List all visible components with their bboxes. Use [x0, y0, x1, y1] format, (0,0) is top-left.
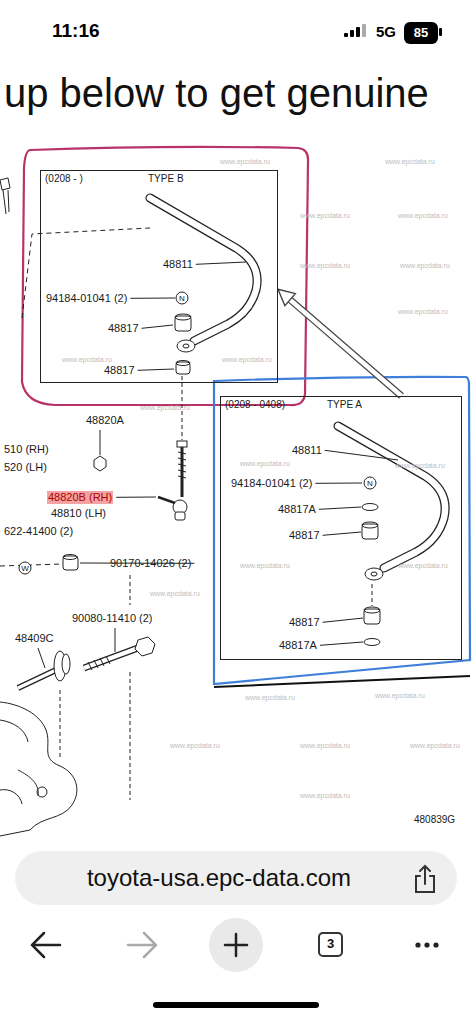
part-number: 48817 — [289, 529, 320, 542]
leader-line — [196, 262, 246, 264]
part-number: 48817 — [108, 322, 139, 335]
watermark: www.epcdata.ru — [150, 590, 200, 598]
bushing — [175, 316, 191, 331]
status-time: 11:16 — [52, 20, 100, 42]
dashed-line — [22, 228, 150, 318]
url-bar: toyota-usa.epc-data.com — [15, 851, 457, 905]
bolt — [0, 178, 10, 214]
bushing — [362, 524, 378, 539]
home-indicator — [153, 1002, 319, 1008]
part-number: 90170-14026 (2) — [110, 557, 191, 570]
node-text: (0208 - 0408) — [225, 399, 285, 411]
watermark: www.epcdata.ru — [395, 462, 445, 470]
leader-line — [320, 642, 363, 645]
battery-indicator: 85 — [404, 22, 438, 44]
red-annotation — [22, 147, 308, 405]
part-number: 520 (LH) — [4, 461, 47, 474]
tab-count: 3 — [318, 932, 343, 957]
part-number: 90080-11410 (2) — [72, 612, 153, 625]
part-number: 48817 — [104, 364, 135, 377]
watermark: www.epcdata.ru — [240, 562, 290, 570]
part-number: 48820A — [86, 414, 124, 427]
circled-letter: N — [176, 292, 189, 305]
node-text: toyota-usa.epc-data.com — [87, 864, 351, 892]
highlighted-part-number: 48820B (RH) — [47, 491, 113, 504]
part-number: 48817 — [289, 616, 320, 629]
part-number: 94184-01041 (2) — [231, 477, 312, 490]
type-b-box: (0208 - ) TYPE B — [40, 170, 278, 383]
battery-nub — [439, 28, 442, 36]
watermark: www.epcdata.ru — [398, 562, 448, 570]
watermark: www.epcdata.ru — [222, 356, 272, 364]
figure-number: 480839G — [414, 814, 455, 826]
leader-line — [138, 369, 174, 370]
page-heading: up below to get genuine — [4, 70, 429, 116]
watermark: www.epcdata.ru — [62, 356, 112, 364]
stabilizer-bar — [338, 426, 445, 568]
leader-line — [325, 450, 398, 460]
washer — [362, 504, 378, 511]
part-number: 94184-01041 (2) — [46, 292, 127, 305]
signal-icon — [344, 24, 366, 37]
leader-line — [315, 483, 362, 484]
watermark: www.epcdata.ru — [170, 742, 220, 750]
washer — [364, 639, 380, 646]
circled-letter: N — [364, 477, 377, 490]
watermark: www.epcdata.ru — [300, 212, 350, 220]
watermark: www.epcdata.ru — [385, 158, 435, 166]
leader-line — [130, 298, 175, 299]
part-number: 48409C — [15, 632, 54, 645]
leader-line — [319, 507, 361, 509]
browser-toolbar — [32, 918, 439, 972]
type-a-box: (0208 - 0408) TYPE A — [220, 396, 462, 660]
hollow-arrow — [278, 289, 402, 396]
blue-annotation — [214, 377, 470, 684]
nut — [63, 556, 78, 570]
bushing — [176, 362, 190, 374]
watermark: www.epcdata.ru — [300, 742, 350, 750]
leader-line — [142, 325, 173, 328]
network-label: 5G — [376, 23, 396, 40]
watermark: www.epcdata.ru — [220, 158, 270, 166]
watermark: www.epcdata.ru — [398, 308, 448, 316]
part-number: 622-41400 (2) — [4, 525, 73, 538]
watermark: www.epcdata.ru — [300, 792, 350, 800]
node-text: (0208 - ) — [45, 173, 83, 185]
node-text: 3 — [327, 937, 334, 952]
leader-line — [116, 497, 156, 498]
watermark: www.epcdata.ru — [245, 694, 295, 702]
node-heading: TYPE B — [148, 173, 184, 185]
watermark: www.epcdata.ru — [398, 212, 448, 220]
watermark: www.epcdata.ru — [410, 742, 460, 750]
bushing — [364, 609, 380, 624]
part-number: 48817A — [279, 639, 317, 652]
watermark: www.epcdata.ru — [375, 692, 425, 700]
watermark: www.epcdata.ru — [400, 262, 450, 270]
watermark: www.epcdata.ru — [140, 404, 190, 412]
node-text: 85 — [414, 26, 428, 41]
nut — [94, 456, 106, 471]
circled-letter: W — [19, 562, 32, 575]
part-number: 510 (RH) — [4, 443, 49, 456]
steering-knuckle — [0, 702, 77, 836]
watermark: www.epcdata.ru — [240, 460, 290, 468]
part-number: 48810 (LH) — [51, 507, 106, 520]
leader-line — [323, 618, 363, 622]
part-number: 48811 — [292, 444, 322, 457]
part-number: 48811 — [163, 258, 193, 271]
node-heading: TYPE A — [327, 399, 362, 411]
part-number: 48817A — [278, 503, 316, 516]
stabilizer-bar — [150, 198, 257, 341]
leader-line — [323, 532, 361, 535]
black-annotation — [214, 676, 470, 687]
watermark: www.epcdata.ru — [300, 262, 350, 270]
bolt-head — [135, 637, 155, 656]
